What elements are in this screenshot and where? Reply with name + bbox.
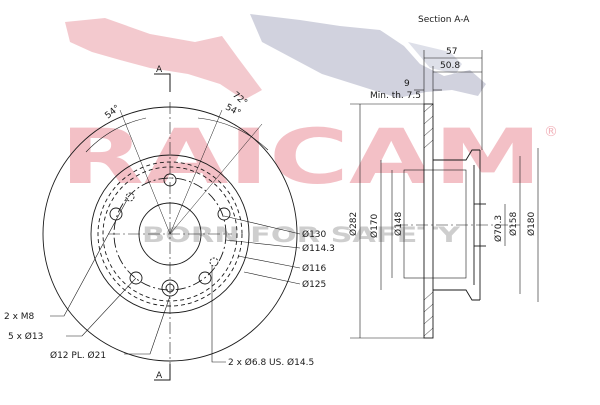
watermark: RAICAM ® BORN FOR SAFETY: [60, 14, 558, 247]
front-view: [42, 73, 301, 381]
diameter-116: Ø116: [302, 263, 327, 274]
watermark-slogan: BORN FOR SAFETY: [142, 223, 461, 247]
diameter-125: Ø125: [302, 279, 326, 290]
section-width-dims: [414, 50, 483, 150]
diameter-148: Ø148: [393, 211, 404, 236]
section-hat-bottom: [433, 289, 480, 301]
threaded-hole: [209, 257, 219, 267]
radial-line: [169, 109, 223, 235]
section-marker-top: A: [156, 65, 163, 75]
leader-12: [124, 295, 171, 355]
section-marker-bottom-arrow: [154, 364, 171, 381]
angle-arc-right: [197, 117, 269, 151]
label-bolts-m8: 2 x M8: [4, 312, 35, 322]
leader-d130: [223, 215, 301, 235]
diameter-282: Ø282: [348, 212, 359, 236]
watermark-brand: RAICAM: [60, 112, 542, 201]
bolt-hole: [129, 271, 143, 285]
watermark-animal-red: [65, 18, 262, 100]
section-friction-inner-box: [403, 169, 467, 279]
section-disc-band: [423, 103, 434, 339]
label-holes-12: Ø12 PL. Ø21: [50, 350, 106, 361]
width-hat: 50.8: [440, 61, 460, 71]
leader-13: [66, 277, 137, 337]
diameter-180: Ø180: [526, 211, 537, 236]
angle-arc-left: [85, 117, 147, 153]
section-hatch: [423, 103, 434, 337]
label-holes-13: 5 x Ø13: [8, 331, 43, 342]
watermark-animal-blue: [250, 14, 486, 98]
radial-line: [119, 109, 171, 235]
bolt-hole: [217, 207, 231, 221]
diameter-170: Ø170: [369, 213, 380, 238]
width-total: 57: [446, 47, 457, 57]
leader-d114: [225, 239, 301, 249]
bolt-hole: [198, 271, 212, 285]
diameter-114: Ø114.3: [302, 243, 335, 254]
section-title: Section A-A: [418, 15, 470, 25]
section-marker-top-arrow: [154, 73, 171, 92]
diameter-158: Ø158: [508, 211, 519, 236]
section-marker-bottom: A: [156, 371, 163, 381]
leader-d116: [237, 255, 301, 269]
leader-68: [211, 266, 226, 363]
diameter-70: Ø70.3: [493, 215, 504, 242]
diameter-130: Ø130: [302, 229, 327, 240]
section-diameter-dims: [350, 103, 539, 339]
bolt-hole: [109, 207, 123, 221]
leader-lines: [50, 197, 301, 363]
leader-m8: [50, 197, 129, 317]
leader-d125: [243, 271, 301, 285]
threaded-hole: [125, 192, 135, 202]
radial-line: [169, 123, 263, 235]
section-view-labels: Section A-A 57 50.8 9 Min. th. 7.5 Ø282 …: [348, 15, 537, 242]
watermark-registered: ®: [544, 124, 558, 140]
min-thickness: Min. th. 7.5: [370, 91, 421, 101]
section-hat-top: [433, 149, 480, 161]
thickness: 9: [404, 79, 410, 89]
label-holes-68: 2 x Ø6.8 US. Ø14.5: [228, 357, 314, 368]
section-view: [350, 50, 539, 339]
